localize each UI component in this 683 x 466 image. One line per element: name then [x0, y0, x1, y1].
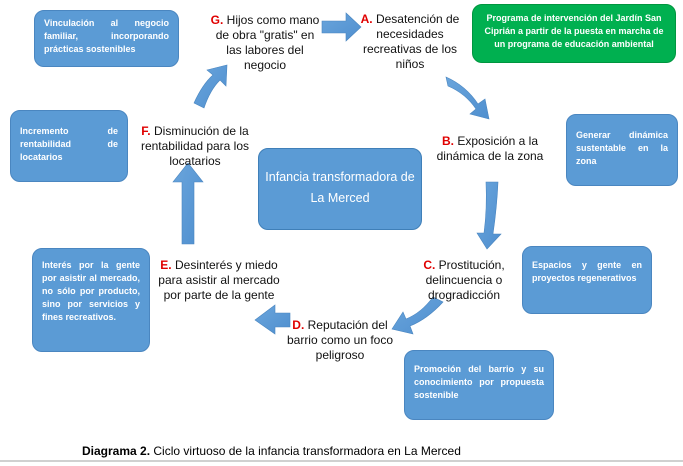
step-d-letter: D. [292, 318, 305, 332]
center-box: Infancia transformadora de La Merced [258, 148, 422, 230]
step-g-text: Hijos como mano de obra "gratis" en las … [215, 13, 320, 72]
center-title: Infancia transformadora de La Merced [265, 170, 415, 205]
arrow-f-to-g [193, 64, 228, 109]
box-generar: Generar dinámica sustentable en la zona [566, 114, 678, 186]
arrow-d-to-e [254, 304, 291, 335]
step-c-text: Prostitución, delincuencia o drogradicci… [425, 258, 505, 302]
box-programa: Programa de intervención del Jardín San … [472, 4, 676, 63]
step-d: D. Reputación del barrio como un foco pe… [286, 318, 394, 363]
box-promocion: Promoción del barrio y su conocimiento p… [404, 350, 554, 420]
step-a: A. Desatención de necesidades recreativa… [360, 12, 460, 72]
step-e-text: Desinterés y miedo para asistir al merca… [158, 258, 280, 302]
step-f-letter: F. [141, 124, 151, 138]
arrow-g-to-a [321, 12, 362, 42]
step-g: G. Hijos como mano de obra "gratis" en l… [210, 13, 320, 73]
caption-label: Diagrama 2. [82, 444, 151, 458]
diagram-caption: Diagrama 2. Ciclo virtuoso de la infanci… [82, 444, 461, 458]
arrow-c-to-d [391, 296, 444, 335]
box-incremento-text: Incremento de rentabilidad de locatarios [20, 126, 118, 162]
box-incremento: Incremento de rentabilidad de locatarios [10, 110, 128, 182]
step-f-text: Disminución de la rentabilidad para los … [140, 124, 250, 168]
step-a-text: Desatención de necesidades recreativas d… [362, 12, 460, 71]
box-espacios-text: Espacios y gente en proyectos regenerati… [532, 260, 642, 283]
step-c-letter: C. [423, 258, 436, 272]
step-b-text: Exposición a la dinámica de la zona [436, 134, 544, 163]
arrow-b-to-c [476, 181, 502, 250]
step-e-letter: E. [160, 258, 172, 272]
caption-text: Ciclo virtuoso de la infancia transforma… [153, 444, 461, 458]
box-interes: Interés por la gente por asistir al merc… [32, 248, 150, 352]
step-a-letter: A. [360, 12, 373, 26]
bottom-rule [0, 460, 683, 462]
arrow-a-to-b [445, 76, 490, 120]
step-b: B. Exposición a la dinámica de la zona [432, 134, 548, 164]
step-g-letter: G. [210, 13, 224, 27]
box-interes-text: Interés por la gente por asistir al merc… [42, 260, 140, 322]
box-promocion-text: Promoción del barrio y su conocimiento p… [414, 364, 544, 400]
box-generar-text: Generar dinámica sustentable en la zona [576, 130, 668, 166]
step-c: C. Prostitución, delincuencia o drogradi… [410, 258, 518, 303]
step-d-text: Reputación del barrio como un foco pelig… [286, 318, 394, 362]
box-vinculacion-text: Vinculación al negocio familiar, incorpo… [44, 18, 169, 54]
arrow-e-to-f [172, 162, 204, 245]
box-espacios: Espacios y gente en proyectos regenerati… [522, 246, 652, 314]
box-vinculacion: Vinculación al negocio familiar, incorpo… [34, 10, 179, 67]
step-e: E. Desinterés y miedo para asistir al me… [150, 258, 288, 303]
step-b-letter: B. [441, 134, 454, 148]
step-f: F. Disminución de la rentabilidad para l… [130, 124, 260, 169]
box-programa-text: Programa de intervención del Jardín San … [484, 13, 664, 49]
